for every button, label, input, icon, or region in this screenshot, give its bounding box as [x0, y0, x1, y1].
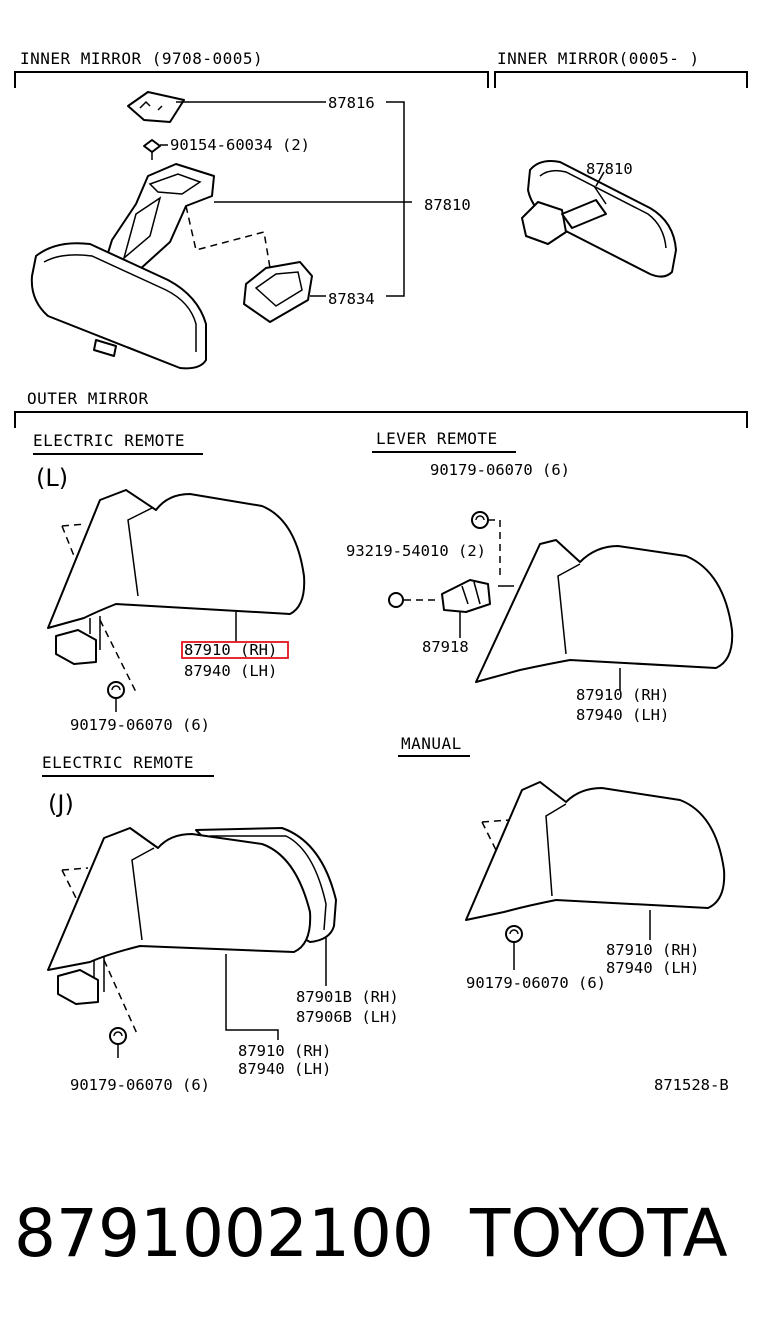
inner-mirror-early-illustration [30, 91, 313, 370]
highlight-87910-rh [181, 641, 289, 659]
label-lever-87910-rh: 87910 (RH) [576, 686, 669, 704]
label-87810-late: 87810 [586, 160, 633, 178]
label-87810-early: 87810 [424, 196, 471, 214]
section-frames [14, 71, 748, 777]
lever-remote-illustration [388, 511, 734, 690]
electric-remote-l-illustration [47, 489, 306, 712]
label-87816: 87816 [328, 94, 375, 112]
label-j-90179-06070: 90179-06070 (6) [70, 1076, 210, 1094]
footer-brand: TOYOTA [469, 1195, 728, 1272]
label-l-87910-rh: 87910 (RH) [184, 641, 277, 659]
inner-mirror-late-illustration [521, 160, 677, 278]
label-90154-60034: 90154-60034 (2) [170, 136, 310, 154]
label-j-87940-lh: 87940 (LH) [238, 1060, 331, 1078]
electric-remote-j-illustration [47, 827, 337, 1058]
inner-mirror-heading-late: INNER MIRROR(0005- ) [497, 49, 700, 68]
manual-heading: MANUAL [401, 734, 462, 753]
label-lever-87940-lh: 87940 (LH) [576, 706, 669, 724]
electric-remote-j-code: (J) [48, 790, 74, 818]
inner-mirror-heading-early: INNER MIRROR (9708-0005) [20, 49, 263, 68]
label-lever-90179-06070: 90179-06070 (6) [430, 461, 570, 479]
label-lever-87918: 87918 [422, 638, 469, 656]
label-l-90179-06070: 90179-06070 (6) [70, 716, 210, 734]
outer-mirror-heading: OUTER MIRROR [27, 389, 149, 408]
manual-mirror-illustration [465, 781, 726, 970]
label-j-87906b-lh: 87906B (LH) [296, 1008, 399, 1026]
label-manual-90179-06070: 90179-06070 (6) [466, 974, 606, 992]
electric-remote-l-code: (L) [36, 464, 68, 492]
lever-remote-heading: LEVER REMOTE [376, 429, 498, 448]
label-87834: 87834 [328, 290, 375, 308]
diagram-reference-code: 871528-B [654, 1076, 729, 1094]
label-lever-93219-54010: 93219-54010 (2) [346, 542, 486, 560]
inner-mirror-early-leaders [160, 101, 412, 297]
label-manual-87910-rh: 87910 (RH) [606, 941, 699, 959]
footer-part-number: 8791002100 [14, 1195, 434, 1272]
label-manual-87940-lh: 87940 (LH) [606, 959, 699, 977]
label-j-87901b-rh: 87901B (RH) [296, 988, 399, 1006]
label-l-87940-lh: 87940 (LH) [184, 662, 277, 680]
electric-remote-j-heading: ELECTRIC REMOTE [42, 753, 194, 772]
label-j-87910-rh: 87910 (RH) [238, 1042, 331, 1060]
electric-remote-l-heading: ELECTRIC REMOTE [33, 431, 185, 450]
